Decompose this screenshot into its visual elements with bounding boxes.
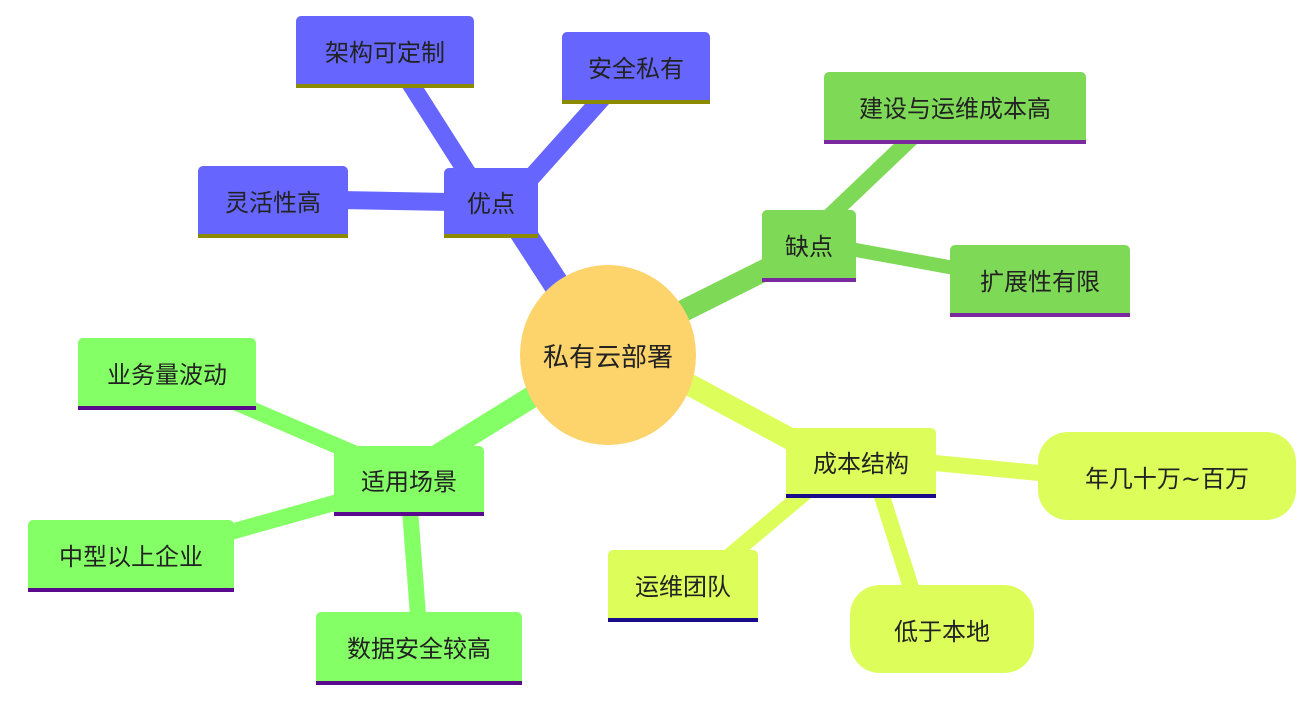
branch-advantages[interactable]: 优点 — [444, 168, 538, 238]
leaf-label: 数据安全较高 — [347, 635, 491, 663]
leaf-high-build-ops-cost[interactable]: 建设与运维成本高 — [824, 72, 1086, 144]
branch-scenarios-label: 适用场景 — [361, 467, 457, 496]
root-node[interactable]: 私有云部署 — [520, 265, 696, 445]
leaf-label: 架构可定制 — [325, 38, 445, 67]
leaf-label: 低于本地 — [894, 617, 990, 646]
leaf-high-flexibility[interactable]: 灵活性高 — [198, 166, 348, 238]
edge-advantages-arch — [396, 66, 484, 194]
branch-disadvantages-label: 缺点 — [785, 232, 833, 261]
edge-advantages-flex — [331, 191, 459, 211]
leaf-label: 运维团队 — [635, 572, 731, 601]
edge-scenarios-midsize — [212, 492, 353, 543]
leaf-lower-than-onprem[interactable]: 低于本地 — [850, 585, 1034, 673]
branch-scenarios[interactable]: 适用场景 — [334, 446, 484, 516]
leaf-label: 业务量波动 — [107, 360, 227, 389]
branch-disadvantages[interactable]: 缺点 — [762, 210, 856, 282]
leaf-architecture-customizable[interactable]: 架构可定制 — [296, 16, 474, 88]
leaf-secure-private[interactable]: 安全私有 — [562, 32, 710, 104]
branch-cost-structure[interactable]: 成本结构 — [786, 428, 936, 498]
leaf-ops-team[interactable]: 运维团队 — [608, 550, 758, 622]
branch-cost-label: 成本结构 — [813, 449, 909, 478]
leaf-label: 建设与运维成本高 — [859, 94, 1051, 123]
root-label: 私有云部署 — [542, 342, 673, 373]
edge-scenarios-datasec — [402, 502, 426, 623]
leaf-label: 安全私有 — [588, 54, 684, 83]
edge-disadvantages-scale — [838, 241, 972, 277]
branch-advantages-label: 优点 — [467, 189, 515, 218]
leaf-label: 年几十万~百万 — [1084, 464, 1250, 493]
leaf-label: 扩展性有限 — [980, 267, 1100, 296]
leaf-high-data-security[interactable]: 数据安全较高 — [316, 612, 522, 685]
leaf-limited-scalability[interactable]: 扩展性有限 — [950, 245, 1130, 317]
edge-cost-lower — [872, 482, 923, 608]
leaf-label: 灵活性高 — [225, 188, 321, 217]
leaf-midsize-enterprise[interactable]: 中型以上企业 — [28, 520, 234, 592]
leaf-yearly-cost[interactable]: 年几十万~百万 — [1038, 432, 1296, 520]
leaf-label: 中型以上企业 — [59, 542, 203, 571]
leaf-fluctuating-volume[interactable]: 业务量波动 — [78, 338, 256, 410]
